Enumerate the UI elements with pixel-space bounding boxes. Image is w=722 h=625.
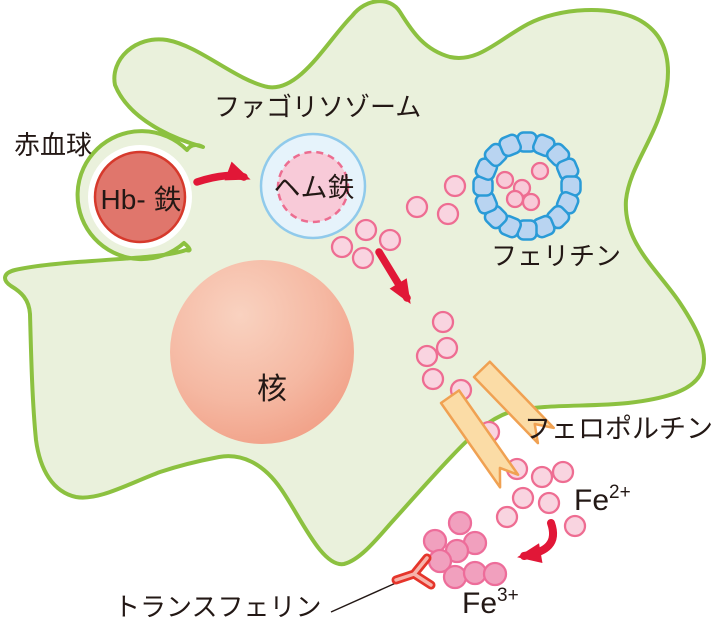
- ferritin-iron-dot: [530, 161, 550, 181]
- fe3-dot: [462, 560, 488, 586]
- fe3-dot: [447, 510, 473, 536]
- arrow-fe2-to-fe3: [517, 519, 557, 563]
- heme-iron-core: [276, 150, 350, 224]
- fe3-base: Fe: [462, 587, 497, 620]
- iron-dot: [330, 235, 354, 259]
- iron-dot: [405, 195, 429, 219]
- ferritin-iron-dot: [505, 189, 525, 209]
- transferrin-y-fill: [394, 556, 433, 587]
- iron-dot: [421, 367, 445, 391]
- macrophage-cell-body: [3, 0, 707, 567]
- iron-dots-light: [330, 174, 587, 538]
- arrow-rbc-to-phagolysosome: [193, 161, 251, 186]
- label-red-blood-cell: 赤血球: [14, 130, 92, 160]
- label-nucleus: 核: [257, 373, 287, 406]
- label-ferroportin: フェロポルチン: [524, 414, 713, 444]
- transferrin-icon: [330, 553, 436, 613]
- label-fe2: Fe2+: [574, 482, 631, 517]
- nucleus: [170, 260, 354, 444]
- rbc-body: [93, 150, 187, 244]
- iron-dot: [351, 246, 375, 270]
- label-transferrin: トランスフェリン: [114, 592, 321, 622]
- iron-dot: [431, 310, 455, 334]
- label-hb-iron: Hb- 鉄: [101, 184, 182, 215]
- fe3-dot: [482, 561, 508, 587]
- ferritin-iron-dots: [495, 161, 550, 212]
- ferroportin-channel: [439, 360, 555, 489]
- iron-dot: [354, 218, 378, 242]
- iron-dot: [530, 465, 554, 489]
- label-heme-iron: ヘム鉄: [274, 173, 355, 203]
- iron-dot: [378, 228, 402, 252]
- label-phagolysosome: ファゴリソゾーム: [214, 92, 421, 122]
- ferritin-bead: [498, 133, 522, 158]
- iron-dot: [551, 460, 575, 484]
- iron-dot: [511, 486, 535, 510]
- iron-dot: [435, 336, 459, 360]
- label-fe3: Fe3+: [462, 585, 519, 620]
- iron-dot: [495, 505, 519, 529]
- iron-dot: [537, 491, 561, 515]
- ferroportin-strip-right: [472, 360, 555, 445]
- ferritin-iron-dot: [521, 192, 541, 212]
- iron-dot: [443, 174, 467, 198]
- fe3-superscript: 3+: [497, 585, 519, 606]
- fe2-superscript: 2+: [609, 482, 631, 503]
- phagolysosome: [259, 132, 367, 240]
- iron-dots-dark: [422, 510, 508, 590]
- ferritin-iron-dot: [495, 170, 515, 190]
- iron-dot: [436, 202, 460, 226]
- label-ferritin: フェリチン: [491, 241, 621, 271]
- ferroportin-strip-left: [439, 389, 520, 489]
- iron-dot: [415, 344, 439, 368]
- ferritin-shell: [472, 131, 582, 241]
- fe2-base: Fe: [574, 484, 609, 517]
- red-blood-cell: [88, 145, 192, 249]
- iron-dot: [563, 514, 587, 538]
- fe3-dot: [422, 528, 448, 554]
- arrow-iron-down: [375, 248, 411, 304]
- fe3-dot: [442, 564, 468, 590]
